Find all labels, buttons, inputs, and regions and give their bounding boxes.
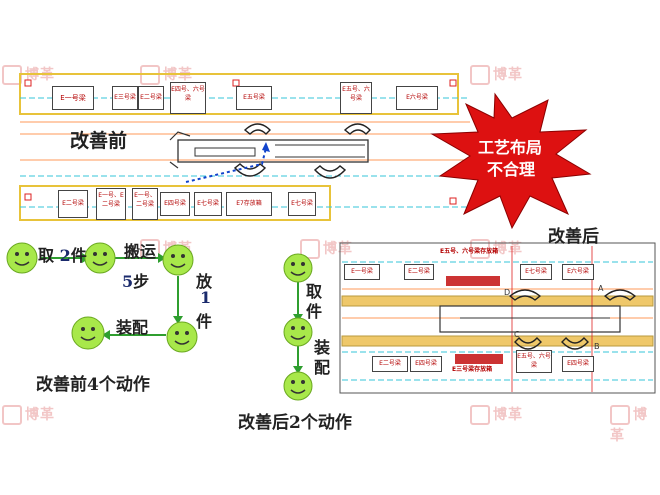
- part-box: E一号梁: [52, 86, 94, 110]
- clamp-icon: [561, 336, 589, 350]
- smiley-icon: [6, 242, 38, 274]
- flow-after: [293, 282, 303, 374]
- flow-before-step2: 搬运: [124, 242, 157, 261]
- flow-before-caption: 改善前4个动作: [36, 375, 150, 395]
- clamp-icon: [313, 165, 347, 179]
- part-box: E七号梁: [194, 192, 222, 216]
- storage-label: E三号梁存放箱: [452, 366, 493, 373]
- part-box: E六号梁: [396, 86, 438, 110]
- part-box: E七号梁: [520, 264, 552, 280]
- flow-before-step2-count: 5步: [122, 272, 150, 291]
- part-box: E二号梁: [138, 86, 164, 110]
- watermark: 博革: [300, 238, 353, 260]
- part-box: E二号梁: [58, 190, 88, 218]
- after-title: 改善后: [548, 227, 599, 247]
- part-box: E7存放箱: [226, 192, 272, 216]
- smiley-icon: [84, 242, 116, 274]
- storage-label: E五号、六号梁存放箱: [440, 248, 499, 255]
- clamp-icon: [508, 289, 542, 301]
- burst-text-line2: 不合理: [487, 160, 536, 179]
- clamp-icon: [514, 336, 542, 350]
- marker-letter: B: [594, 342, 600, 351]
- clamp-icon: [243, 123, 271, 135]
- watermark: 博革: [470, 404, 523, 426]
- marker-letter: A: [598, 284, 604, 293]
- smiley-icon: [162, 244, 194, 276]
- warning-burst: [430, 92, 592, 230]
- flow-after-step2b: 配: [314, 358, 331, 377]
- assembly-fixture-after: [439, 305, 621, 333]
- part-box: E一号、E二号梁: [96, 188, 126, 220]
- before-title: 改善前: [70, 130, 128, 152]
- flow-before-step1: 取 2件: [38, 246, 87, 265]
- storage-rack: [446, 276, 500, 286]
- transport-path: [185, 147, 267, 183]
- part-box: E一号、二号梁: [132, 188, 158, 220]
- flow-before-step3-num: 1: [200, 288, 212, 307]
- smiley-icon: [283, 317, 313, 347]
- burst-text-line1: 工艺布局: [478, 138, 543, 157]
- part-box: E五号、六号梁: [516, 350, 552, 373]
- flow-after-step1b: 件: [306, 302, 323, 321]
- clamp-icon: [603, 289, 637, 301]
- part-box: E四号梁: [410, 356, 442, 372]
- part-box: E六号梁: [562, 264, 594, 280]
- part-box: E五号梁: [236, 86, 272, 110]
- part-box: E一号梁: [344, 264, 380, 280]
- part-box: E五号、六号梁: [340, 82, 372, 114]
- flow-after-step2a: 装: [314, 338, 331, 357]
- part-box: E四号、六号梁: [170, 82, 206, 114]
- before-bottom-area: [19, 185, 331, 221]
- smiley-icon: [166, 321, 198, 353]
- part-box: E四号梁: [160, 192, 190, 216]
- after-layout-frame: [339, 242, 656, 394]
- smiley-icon: [71, 316, 105, 350]
- part-box: E四号梁: [562, 356, 594, 372]
- flow-before-step4: 装配: [116, 318, 149, 337]
- flow-before-step3a: 放: [196, 272, 213, 291]
- watermark: 博革: [470, 64, 523, 86]
- watermark: 博革: [470, 238, 523, 260]
- part-box: E三号梁: [112, 86, 138, 110]
- marker-letter: C: [514, 330, 520, 339]
- storage-rack: [455, 354, 503, 364]
- part-box: E七号梁: [288, 192, 316, 216]
- watermark: 博革: [610, 405, 648, 444]
- clamp-icon: [343, 123, 371, 135]
- after-rail-bottom: [341, 335, 654, 347]
- flow-after-step1a: 取: [306, 282, 323, 301]
- smiley-icon: [283, 371, 313, 401]
- flow-before-step3b: 件: [196, 312, 213, 331]
- smiley-icon: [283, 253, 313, 283]
- assembly-fixture: [177, 139, 369, 163]
- flow-before: [40, 253, 183, 340]
- flow-after-caption: 改善后2个动作: [238, 413, 352, 433]
- watermark: 博革: [2, 404, 55, 426]
- part-box: E二号梁: [372, 356, 408, 372]
- before-top-area: [19, 73, 459, 115]
- part-box: E二号梁: [404, 264, 434, 280]
- marker-letter: D: [504, 288, 511, 297]
